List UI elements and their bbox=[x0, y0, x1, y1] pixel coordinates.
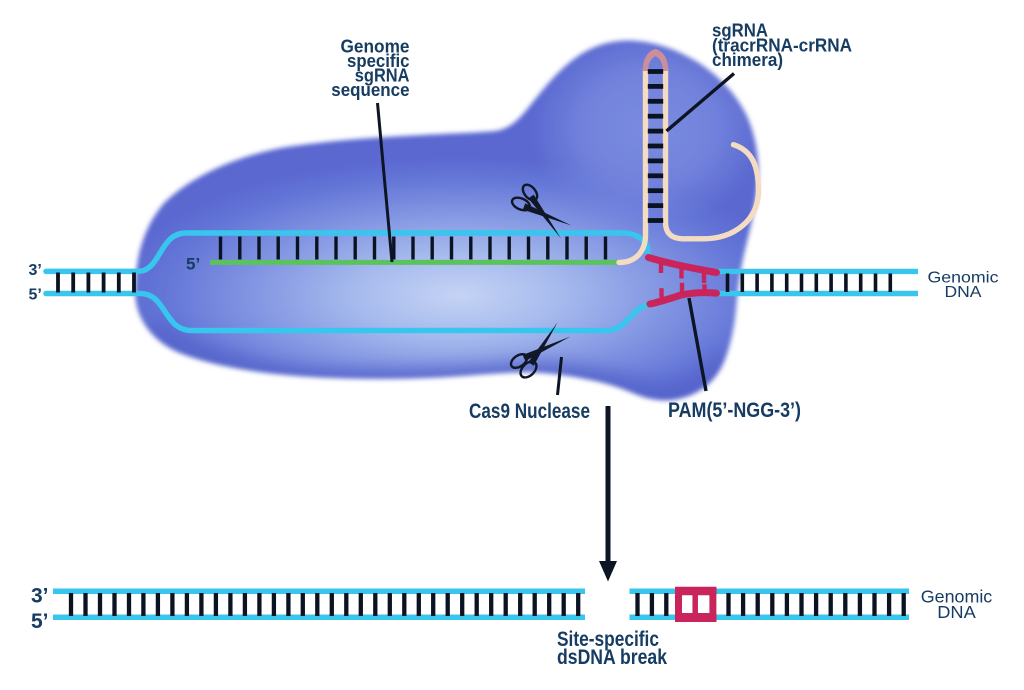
svg-text:(tracrRNA-crRNA: (tracrRNA-crRNA bbox=[712, 35, 852, 55]
svg-text:DNA: DNA bbox=[945, 284, 983, 301]
svg-text:DNA: DNA bbox=[937, 602, 976, 622]
svg-text:5’: 5’ bbox=[31, 610, 49, 633]
svg-text:5’: 5’ bbox=[186, 255, 200, 274]
svg-text:sgRNA: sgRNA bbox=[355, 65, 410, 85]
svg-text:chimera): chimera) bbox=[712, 50, 783, 70]
svg-text:dsDNA break: dsDNA break bbox=[557, 645, 667, 669]
svg-text:3’: 3’ bbox=[29, 262, 42, 279]
svg-text:Cas9 Nuclease: Cas9 Nuclease bbox=[469, 399, 590, 423]
svg-text:sequence: sequence bbox=[331, 80, 409, 100]
svg-text:PAM(5’-NGG-3’): PAM(5’-NGG-3’) bbox=[668, 399, 801, 422]
svg-text:Genomic: Genomic bbox=[921, 586, 993, 606]
svg-text:3’: 3’ bbox=[31, 584, 49, 607]
svg-text:Genome: Genome bbox=[341, 36, 410, 56]
svg-text:Genomic: Genomic bbox=[928, 270, 999, 287]
svg-text:Site-specific: Site-specific bbox=[557, 627, 659, 651]
svg-text:specific: specific bbox=[347, 51, 410, 71]
svg-text:sgRNA: sgRNA bbox=[712, 21, 768, 41]
svg-text:5’: 5’ bbox=[29, 286, 42, 303]
